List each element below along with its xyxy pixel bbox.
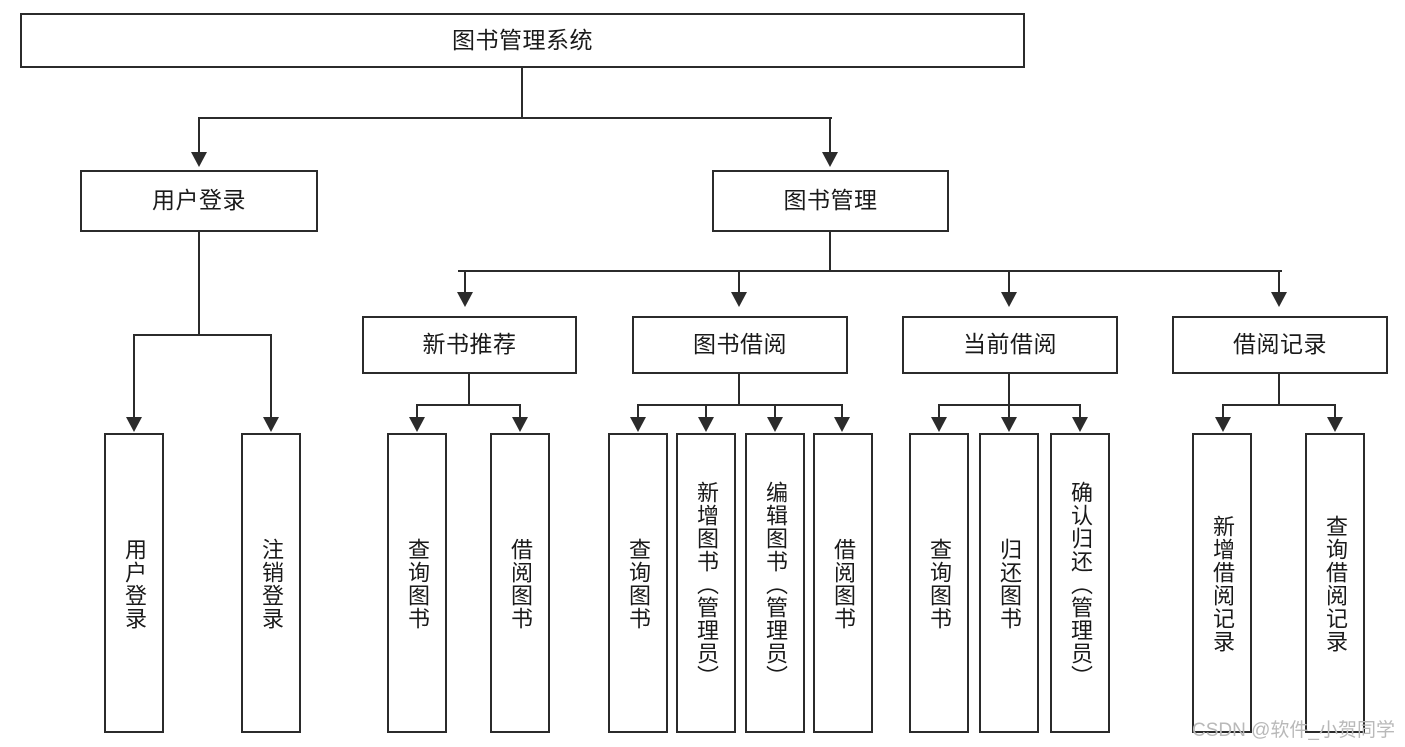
node-book-management[interactable]: 图书管理 — [712, 170, 949, 232]
node-new-book-recommend[interactable]: 新书推荐 — [362, 316, 577, 374]
node-label: 借阅图书 — [830, 538, 856, 630]
connector-current-to-leaf2 — [1008, 404, 1010, 418]
node-label: 用户登录 — [152, 187, 246, 214]
arrow-bookmgmt-to-record — [1271, 292, 1287, 307]
arrow-newbook-to-leaf2 — [512, 417, 528, 432]
connector-record-to-leaf1 — [1222, 404, 1224, 418]
connector-borrow-to-leaf4 — [841, 404, 843, 418]
connector-bookmgmt-to-current — [1008, 270, 1010, 293]
node-book-borrow[interactable]: 图书借阅 — [632, 316, 848, 374]
node-label: 确认归还（管理员） — [1067, 480, 1093, 688]
connector-bookmgmt-to-newbook — [464, 270, 466, 293]
connector-root-to-login — [198, 117, 200, 153]
connector-current-stem — [1008, 374, 1010, 406]
connector-record-stem — [1278, 374, 1280, 406]
node-label: 图书管理系统 — [452, 26, 593, 53]
arrow-borrow-to-leaf4 — [834, 417, 850, 432]
leaf-query-book-current[interactable]: 查询图书 — [909, 433, 969, 733]
node-label: 归还图书 — [996, 538, 1022, 630]
node-label: 借阅记录 — [1233, 331, 1327, 358]
node-label: 新书推荐 — [422, 331, 517, 358]
connector-root-stem — [521, 68, 523, 119]
node-label: 新增图书（管理员） — [693, 480, 719, 688]
node-label: 注销登录 — [258, 538, 284, 630]
arrow-current-to-leaf3 — [1072, 417, 1088, 432]
connector-root-to-bookmgmt — [829, 117, 831, 153]
arrow-borrow-to-leaf2 — [698, 417, 714, 432]
node-user-login[interactable]: 用户登录 — [80, 170, 318, 232]
node-label: 用户登录 — [121, 538, 147, 630]
leaf-query-book-borrow[interactable]: 查询图书 — [608, 433, 668, 733]
connector-borrow-to-leaf2 — [705, 404, 707, 418]
node-label: 查询图书 — [404, 538, 430, 630]
arrow-current-to-leaf1 — [931, 417, 947, 432]
node-label: 编辑图书（管理员） — [762, 480, 788, 688]
node-label: 查询图书 — [926, 538, 952, 630]
leaf-add-book-admin[interactable]: 新增图书（管理员） — [676, 433, 736, 733]
connector-borrow-stem — [738, 374, 740, 406]
connector-current-to-leaf1 — [938, 404, 940, 418]
node-label: 查询图书 — [625, 538, 651, 630]
node-current-borrow[interactable]: 当前借阅 — [902, 316, 1118, 374]
connector-borrow-bar — [637, 404, 843, 406]
leaf-return-book[interactable]: 归还图书 — [979, 433, 1039, 733]
arrow-root-to-login — [191, 152, 207, 167]
leaf-add-borrow-record[interactable]: 新增借阅记录 — [1192, 433, 1252, 733]
connector-newbook-bar — [416, 404, 521, 406]
connector-record-to-leaf2 — [1334, 404, 1336, 418]
connector-bookmgmt-stem — [829, 232, 831, 272]
arrow-root-to-bookmgmt — [822, 152, 838, 167]
connector-record-bar — [1222, 404, 1336, 406]
connector-login-stem — [198, 232, 200, 336]
connector-borrow-to-leaf3 — [774, 404, 776, 418]
connector-bookmgmt-to-borrow — [738, 270, 740, 293]
arrow-newbook-to-leaf1 — [409, 417, 425, 432]
leaf-borrow-book[interactable]: 借阅图书 — [813, 433, 873, 733]
connector-newbook-to-leaf1 — [416, 404, 418, 418]
connector-borrow-to-leaf1 — [637, 404, 639, 418]
connector-login-to-leaf1 — [133, 334, 135, 418]
connector-bookmgmt-bar — [458, 270, 1282, 272]
node-root-system[interactable]: 图书管理系统 — [20, 13, 1025, 68]
node-label: 借阅图书 — [507, 538, 533, 630]
leaf-borrow-book-recommend[interactable]: 借阅图书 — [490, 433, 550, 733]
node-label: 图书管理 — [783, 187, 878, 214]
connector-login-to-leaf2 — [270, 334, 272, 418]
leaf-logout[interactable]: 注销登录 — [241, 433, 301, 733]
arrow-record-to-leaf2 — [1327, 417, 1343, 432]
arrow-current-to-leaf2 — [1001, 417, 1017, 432]
leaf-query-book-recommend[interactable]: 查询图书 — [387, 433, 447, 733]
node-label: 图书借阅 — [693, 331, 787, 358]
connector-root-bar — [198, 117, 832, 119]
leaf-query-borrow-record[interactable]: 查询借阅记录 — [1305, 433, 1365, 733]
connector-bookmgmt-to-record — [1278, 270, 1280, 293]
arrow-borrow-to-leaf1 — [630, 417, 646, 432]
node-label: 查询借阅记录 — [1322, 515, 1348, 653]
arrow-bookmgmt-to-newbook — [457, 292, 473, 307]
arrow-login-to-leaf2 — [263, 417, 279, 432]
connector-current-to-leaf3 — [1079, 404, 1081, 418]
leaf-edit-book-admin[interactable]: 编辑图书（管理员） — [745, 433, 805, 733]
node-label: 当前借阅 — [963, 331, 1057, 358]
arrow-login-to-leaf1 — [126, 417, 142, 432]
node-borrow-record[interactable]: 借阅记录 — [1172, 316, 1388, 374]
arrow-borrow-to-leaf3 — [767, 417, 783, 432]
connector-login-bar — [133, 334, 272, 336]
leaf-confirm-return-admin[interactable]: 确认归还（管理员） — [1050, 433, 1110, 733]
arrow-bookmgmt-to-current — [1001, 292, 1017, 307]
connector-newbook-stem — [468, 374, 470, 406]
node-label: 新增借阅记录 — [1209, 515, 1235, 653]
leaf-user-login[interactable]: 用户登录 — [104, 433, 164, 733]
arrow-record-to-leaf1 — [1215, 417, 1231, 432]
connector-newbook-to-leaf2 — [519, 404, 521, 418]
arrow-bookmgmt-to-borrow — [731, 292, 747, 307]
